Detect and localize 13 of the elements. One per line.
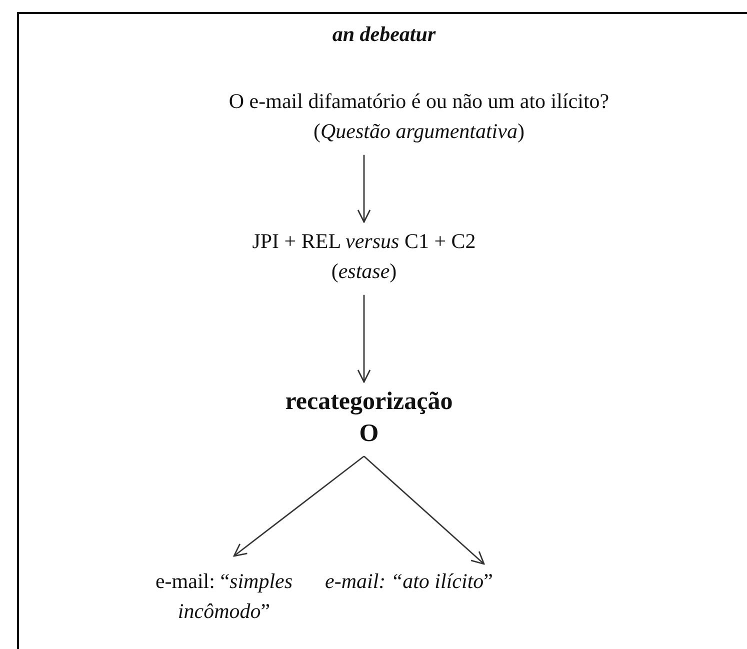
arrow <box>357 294 371 383</box>
node-text: e-mail: “simples incômodo” <box>154 568 294 626</box>
node-text: recategorização <box>284 387 454 417</box>
node-text: e-mail: “ato ilícito” <box>324 568 494 595</box>
arrow <box>364 456 485 565</box>
node-text: O e-mail difamatório é ou não um ato ilícito? <box>228 88 610 115</box>
arrow <box>233 456 364 557</box>
node-text: O <box>358 419 380 449</box>
node-subtext: (Questão argumentativa) <box>312 118 526 146</box>
arrow <box>357 154 371 223</box>
node-subtext: (estase) <box>330 258 398 286</box>
title: an debeatur <box>331 22 437 47</box>
node-text: JPI + REL versus C1 + C2 <box>251 228 477 255</box>
